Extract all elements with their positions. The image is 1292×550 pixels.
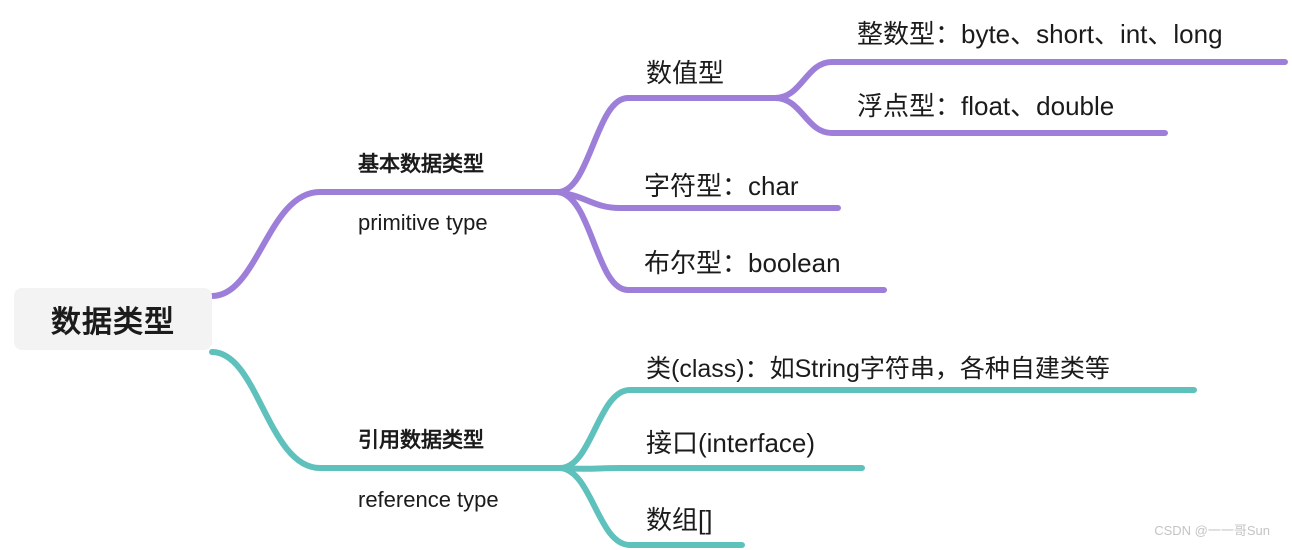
branch-label-primitive-title[interactable]: 基本数据类型 xyxy=(358,153,484,176)
root-node-label: 数据类型 xyxy=(51,306,175,339)
root-node[interactable]: 数据类型 xyxy=(14,288,212,350)
node-char[interactable]: 字符型：char xyxy=(644,171,799,201)
connector-reference-to-interface xyxy=(557,465,865,472)
node-numeric[interactable]: 数值型 xyxy=(646,58,725,88)
connector-reference-to-class xyxy=(557,387,1197,471)
branch-label-reference-subtitle[interactable]: reference type xyxy=(358,487,499,512)
branch-label-primitive-subtitle[interactable]: primitive type xyxy=(358,210,488,235)
connector-reference-to-array xyxy=(557,465,745,548)
node-integer[interactable]: 整数型：byte、short、int、long xyxy=(857,19,1223,49)
connector-primitive-to-boolean xyxy=(555,189,887,293)
node-array[interactable]: 数组[] xyxy=(646,505,713,535)
watermark: CSDN @一一哥Sun xyxy=(1154,523,1270,538)
connector-primitive-to-numeric xyxy=(555,95,778,195)
node-interface[interactable]: 接口(interface) xyxy=(646,428,816,458)
node-class[interactable]: 类(class)：如String字符串，各种自建类等 xyxy=(646,355,1110,383)
connector-numeric-to-float xyxy=(772,95,1168,136)
connector-root-to-primitive xyxy=(209,189,561,299)
node-boolean[interactable]: 布尔型：boolean xyxy=(644,248,841,278)
branch-label-reference-title[interactable]: 引用数据类型 xyxy=(358,429,484,452)
node-float[interactable]: 浮点型：float、double xyxy=(857,91,1115,121)
connector-root-to-reference xyxy=(209,349,563,471)
